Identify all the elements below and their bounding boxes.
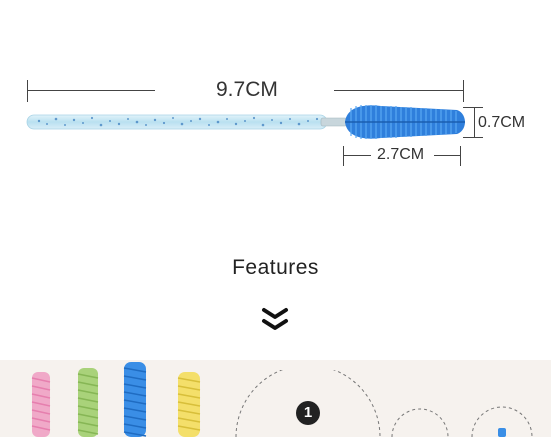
yellow-brush [177, 372, 201, 437]
mascara-wand-illustration [26, 105, 465, 139]
blue-brush [123, 362, 147, 437]
head-diameter-cap-bottom [463, 137, 483, 138]
wand-handle [26, 114, 328, 130]
feature-circles [235, 370, 533, 437]
brush-tip-fragment [498, 428, 506, 437]
head-length-label: 2.7CM [377, 146, 425, 163]
head-length-tick-left [343, 146, 344, 166]
feature-circle-small-2 [471, 406, 533, 437]
head-length-line-left [343, 155, 371, 156]
total-length-line-left [27, 90, 155, 91]
total-length-line-right [334, 90, 464, 91]
wand-glitter [37, 116, 319, 127]
feature-number-badge: 1 [296, 401, 320, 425]
pink-brush [31, 372, 51, 437]
feature-number-text: 1 [303, 404, 313, 421]
features-heading: Features [232, 256, 319, 279]
head-diameter-line [474, 107, 475, 137]
head-diameter-label: 0.7CM [478, 114, 526, 131]
wand-bristles [345, 105, 465, 139]
head-length-tick-right [460, 146, 461, 166]
feature-circle-small-1 [391, 408, 449, 437]
feature-circle-large [235, 370, 381, 437]
head-diameter-cap-top [463, 107, 483, 108]
green-brush [77, 368, 99, 437]
total-length-tick-right [463, 80, 464, 102]
head-length-line-right [434, 155, 460, 156]
wand-neck [320, 117, 348, 127]
total-length-label: 9.7CM [216, 78, 278, 101]
colored-brushes-illustration [31, 362, 201, 437]
double-chevron-down-icon [262, 308, 288, 330]
total-length-tick-left [27, 80, 28, 102]
